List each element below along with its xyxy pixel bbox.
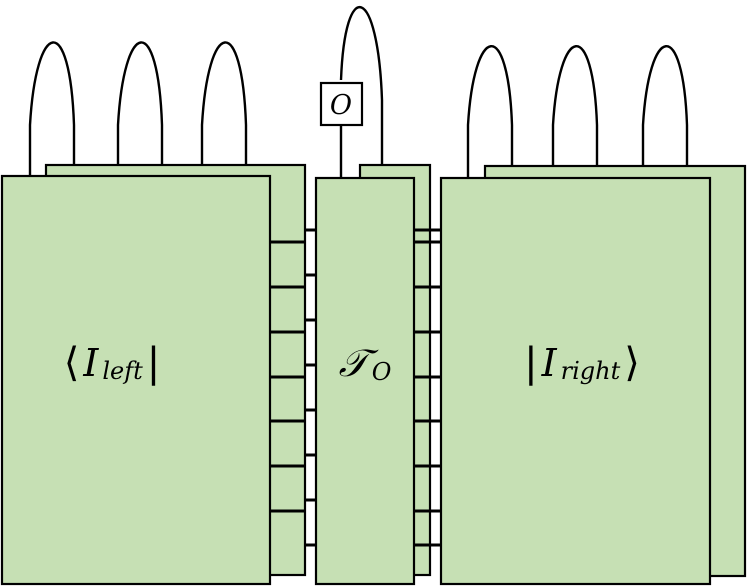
left-loop-3 [200,41,248,176]
left-middle-links [305,228,316,547]
left-block [0,163,307,586]
right-symbol: I [541,341,558,385]
right-block-label: | I right ⟩ [524,340,640,386]
right-label-text: | I right ⟩ [524,340,640,386]
middle-block [314,163,441,586]
left-symbol: I [82,341,99,385]
right-loop-1 [466,45,514,178]
left-rungs [270,240,305,513]
left-subscript: left [102,357,143,385]
right-subscript: right [561,357,621,385]
left-bra-bracket: ⟨ [64,340,80,386]
right-block-front-sheet [439,176,712,586]
left-bar: | [147,340,160,386]
operator-wire [339,6,384,178]
left-label-text: ⟨ I left | [64,340,161,386]
right-block [439,164,747,586]
right-ket-bracket: ⟩ [624,340,640,386]
operator-loop [339,6,384,178]
left-loop-2 [116,41,164,176]
left-block-front-sheet [0,174,272,586]
left-block-loops [28,41,248,176]
operator-label: O [330,90,352,121]
right-loop-2 [551,45,599,178]
right-bar: | [524,340,537,386]
operator-box: O [319,81,364,127]
middle-rungs [414,228,441,547]
right-block-loops [466,45,689,178]
left-block-label: ⟨ I left | [64,340,161,386]
middle-subscript: O [372,358,392,386]
middle-block-front-sheet [314,176,416,586]
operator-box-frame [319,81,364,127]
left-loop-1 [28,41,76,176]
right-loop-3 [641,45,689,178]
